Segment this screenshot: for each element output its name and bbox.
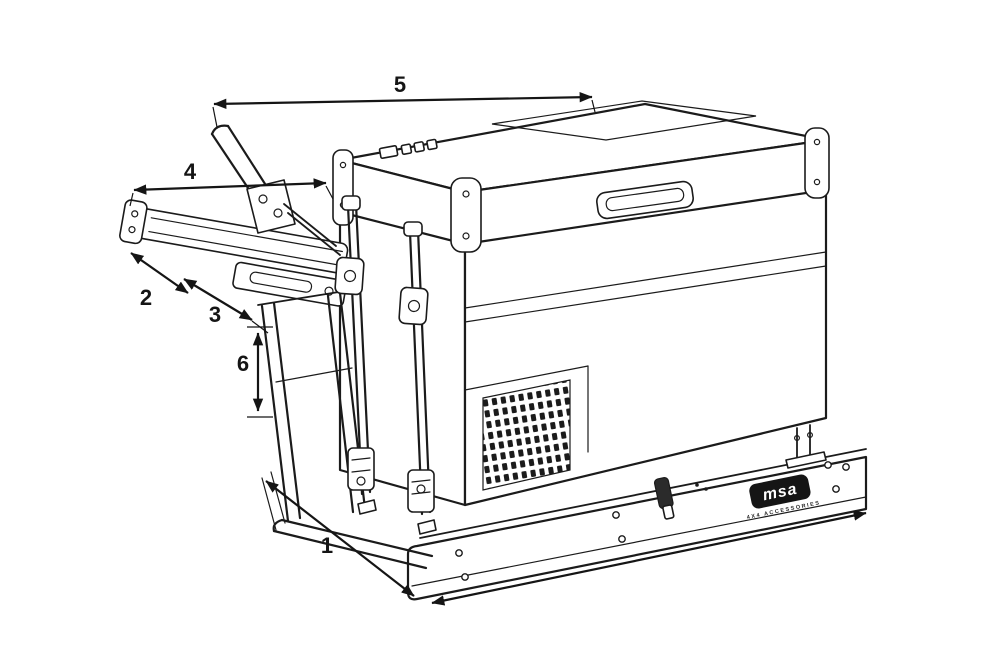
dimension-6-label: 6 — [237, 351, 249, 376]
corner-guard-right — [804, 127, 830, 199]
dimension-2-label: 2 — [140, 285, 152, 310]
dimension-2: 2 — [130, 252, 189, 310]
msa-logo-plate — [749, 474, 811, 509]
dimension-4: 4 — [129, 159, 334, 207]
strap-left — [334, 195, 377, 515]
dimension-3-label: 3 — [209, 302, 221, 327]
fridge — [332, 100, 830, 507]
dimension-4-label: 4 — [184, 159, 197, 184]
dimension-1: 1 — [265, 480, 867, 606]
lid-handle — [596, 180, 694, 220]
dimension-6: 6 — [237, 326, 273, 418]
slide-rails — [119, 199, 349, 307]
dimension-5: 5 — [212, 72, 596, 128]
msa-logo-text: msa — [761, 481, 799, 505]
corner-guard-left — [332, 149, 354, 226]
dimension-5-label: 5 — [394, 72, 406, 97]
rear-mount-bracket — [785, 424, 827, 469]
vent-grille — [482, 379, 571, 491]
dimension-1-label: 1 — [321, 533, 333, 558]
control-panel — [378, 138, 438, 160]
corner-guard-front — [450, 177, 482, 253]
